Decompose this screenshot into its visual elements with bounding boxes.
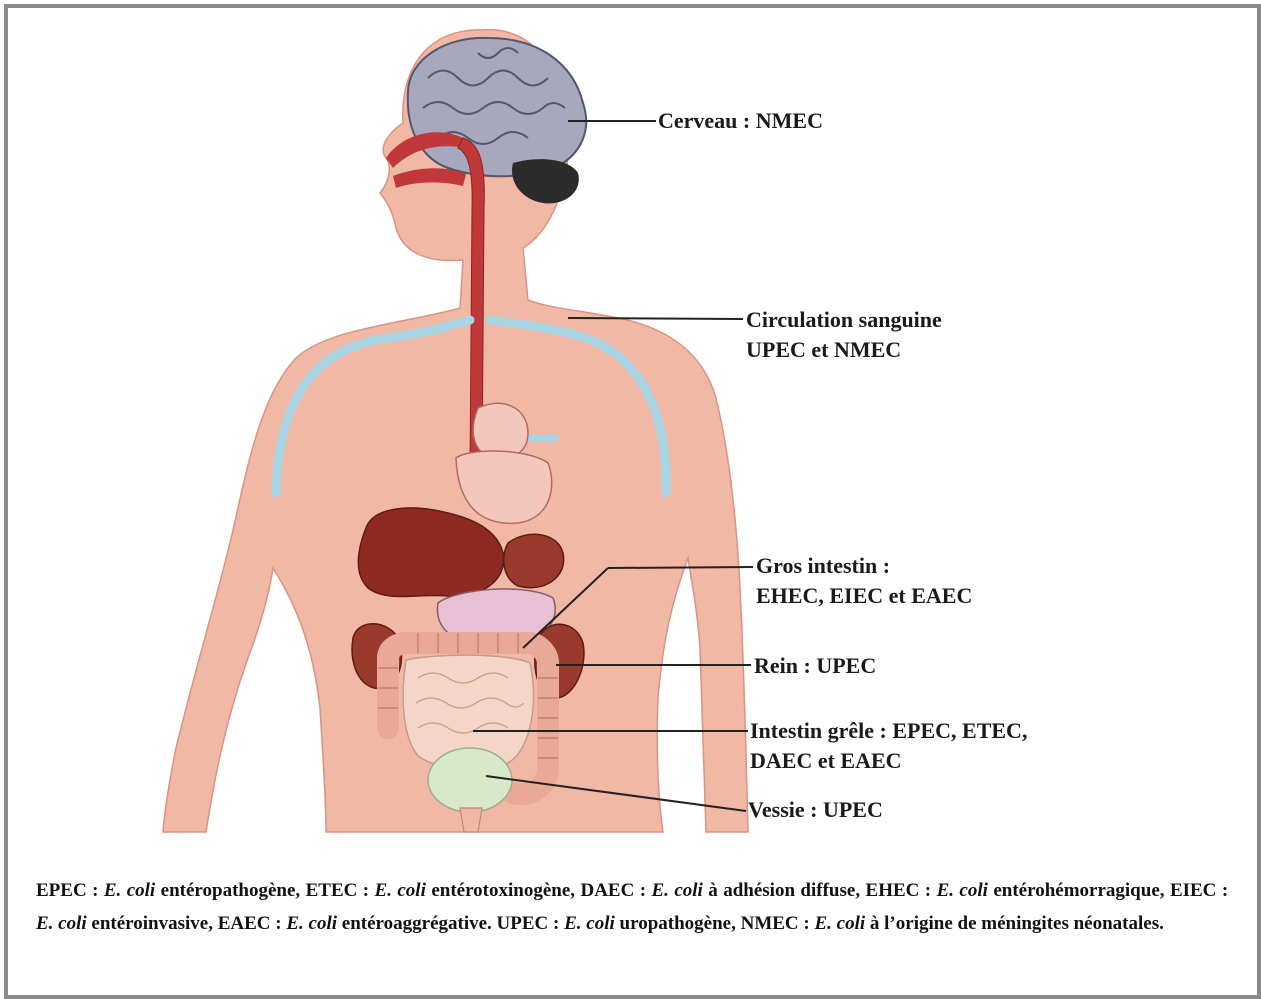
- label-gros-intestin-line1: Gros intestin :: [756, 551, 972, 581]
- legend-abbr-etec: ETEC :: [306, 880, 370, 901]
- legend-abbr-ehec: EHEC :: [866, 880, 932, 901]
- leader-line-circulation: [568, 318, 743, 319]
- legend-desc-daec: à adhésion diffuse,: [708, 880, 860, 901]
- label-cerveau: Cerveau : NMEC: [658, 106, 823, 136]
- legend-ecoli: E. coli: [286, 913, 337, 934]
- urethra: [460, 808, 482, 832]
- label-gros-intestin: Gros intestin : EHEC, EIEC et EAEC: [756, 551, 972, 611]
- label-circulation-line2: UPEC et NMEC: [746, 335, 942, 365]
- label-circulation-line1: Circulation sanguine: [746, 305, 942, 335]
- brain: [408, 38, 586, 176]
- label-gros-intestin-line2: EHEC, EIEC et EAEC: [756, 581, 972, 611]
- spleen: [504, 534, 564, 587]
- heart: [473, 403, 528, 458]
- anatomy-illustration: [8, 8, 1257, 995]
- legend-desc-epec: entéropathogène,: [161, 880, 301, 901]
- bladder: [428, 748, 512, 812]
- label-intestin-grele-line1: Intestin grêle : EPEC, ETEC,: [750, 716, 1027, 746]
- label-circulation-sanguine: Circulation sanguine UPEC et NMEC: [746, 305, 942, 365]
- legend-desc-etec: entérotoxinogène,: [431, 880, 575, 901]
- legend-abbr-eaec: EAEC :: [218, 913, 282, 934]
- legend-ecoli: E. coli: [652, 880, 703, 901]
- legend-ecoli: E. coli: [564, 913, 615, 934]
- legend: EPEC : E. coli entéropathogène, ETEC : E…: [36, 874, 1228, 940]
- label-rein: Rein : UPEC: [754, 651, 876, 681]
- legend-desc-ehec: entérohémorragique,: [993, 880, 1164, 901]
- legend-abbr-eiec: EIEC :: [1170, 880, 1228, 901]
- legend-ecoli: E. coli: [104, 880, 155, 901]
- figure-frame: Cerveau : NMEC Circulation sanguine UPEC…: [4, 4, 1261, 999]
- legend-desc-eiec: entéroinvasive,: [91, 913, 213, 934]
- legend-desc-nmec: à l’origine de méningites néonatales.: [870, 913, 1164, 934]
- legend-desc-upec: uropathogène,: [620, 913, 736, 934]
- label-intestin-grele: Intestin grêle : EPEC, ETEC, DAEC et EAE…: [750, 716, 1027, 776]
- legend-ecoli: E. coli: [937, 880, 988, 901]
- legend-ecoli: E. coli: [375, 880, 426, 901]
- label-intestin-grele-line2: DAEC et EAEC: [750, 746, 1027, 776]
- legend-desc-eaec: entéroaggrégative.: [342, 913, 492, 934]
- legend-ecoli: E. coli: [814, 913, 865, 934]
- legend-abbr-upec: UPEC :: [497, 913, 560, 934]
- legend-abbr-daec: DAEC :: [580, 880, 646, 901]
- legend-abbr-epec: EPEC :: [36, 880, 98, 901]
- legend-abbr-nmec: NMEC :: [741, 913, 810, 934]
- label-vessie: Vessie : UPEC: [748, 795, 883, 825]
- legend-ecoli: E. coli: [36, 913, 87, 934]
- leader-line-gros-intestin-h: [608, 567, 753, 568]
